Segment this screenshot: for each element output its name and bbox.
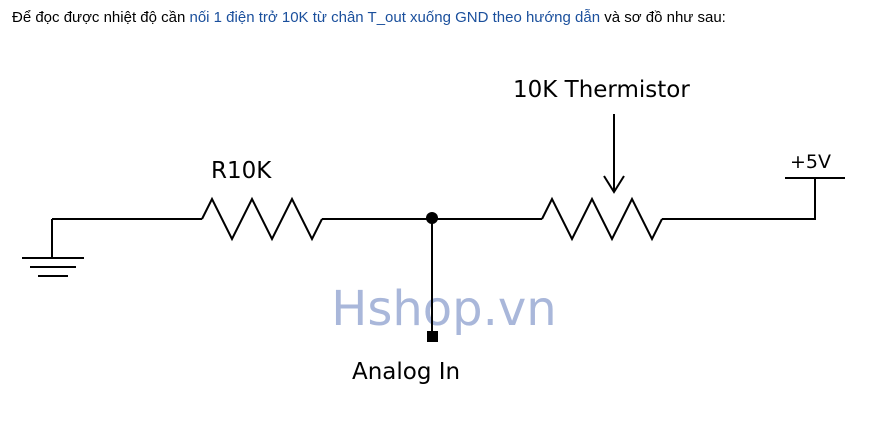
thermistor-arrow-icon xyxy=(603,114,625,194)
output-label: Analog In xyxy=(352,359,460,385)
resistor-r10k xyxy=(201,196,323,242)
output-terminal xyxy=(427,331,438,342)
caption-link[interactable]: nối 1 điện trở 10K từ chân T_out xuống G… xyxy=(189,9,601,26)
thermistor-label: 10K Thermistor xyxy=(513,77,690,103)
resistor-label: R10K xyxy=(211,158,272,184)
caption-after: và sơ đồ như sau: xyxy=(600,9,726,26)
junction-dot xyxy=(426,212,438,224)
ground-icon xyxy=(22,219,84,277)
watermark: Hshop.vn xyxy=(331,281,556,337)
thermistor xyxy=(541,196,663,242)
wire-thermistor-supply xyxy=(662,178,816,220)
supply-label: +5V xyxy=(790,151,831,173)
caption-before: Để đọc được nhiệt độ cần xyxy=(12,9,190,26)
caption-text: Để đọc được nhiệt độ cần nối 1 điện trở … xyxy=(12,9,726,26)
